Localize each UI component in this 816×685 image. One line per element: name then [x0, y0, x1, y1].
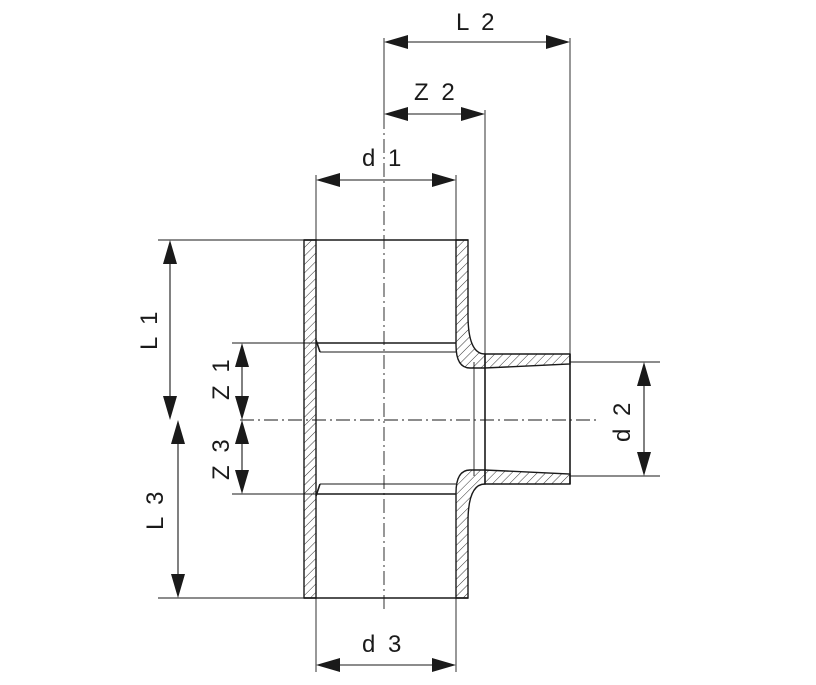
dimension-d1: d 1 — [316, 145, 456, 187]
label-d2: d 2 — [609, 400, 636, 442]
dimension-z1: Z 1 — [208, 343, 249, 420]
dimension-l2: L 2 — [384, 9, 570, 49]
label-l2: L 2 — [456, 9, 497, 36]
label-z2: Z 2 — [414, 79, 458, 106]
label-d3: d 3 — [362, 631, 404, 658]
branch-wall-top — [484, 353, 571, 369]
dimension-z2: Z 2 — [384, 79, 485, 121]
right-wall-top — [455, 239, 486, 369]
tee-body — [303, 239, 571, 599]
label-z1: Z 1 — [208, 356, 235, 400]
label-l3: L 3 — [142, 489, 169, 530]
right-wall-bottom — [455, 469, 486, 599]
left-wall — [303, 239, 317, 599]
dimension-z3: Z 3 — [208, 420, 249, 494]
dimension-d2: d 2 — [609, 362, 651, 476]
label-z3: Z 3 — [208, 436, 235, 480]
left-inner-step-top — [315, 339, 321, 353]
dimension-d3: d 3 — [316, 631, 456, 672]
extension-lines — [158, 38, 660, 672]
label-d1: d 1 — [362, 145, 404, 172]
dimension-l3: L 3 — [142, 420, 185, 598]
branch-wall-bottom — [484, 469, 571, 485]
dimension-l1: L 1 — [136, 240, 177, 420]
label-l1: L 1 — [136, 309, 163, 350]
